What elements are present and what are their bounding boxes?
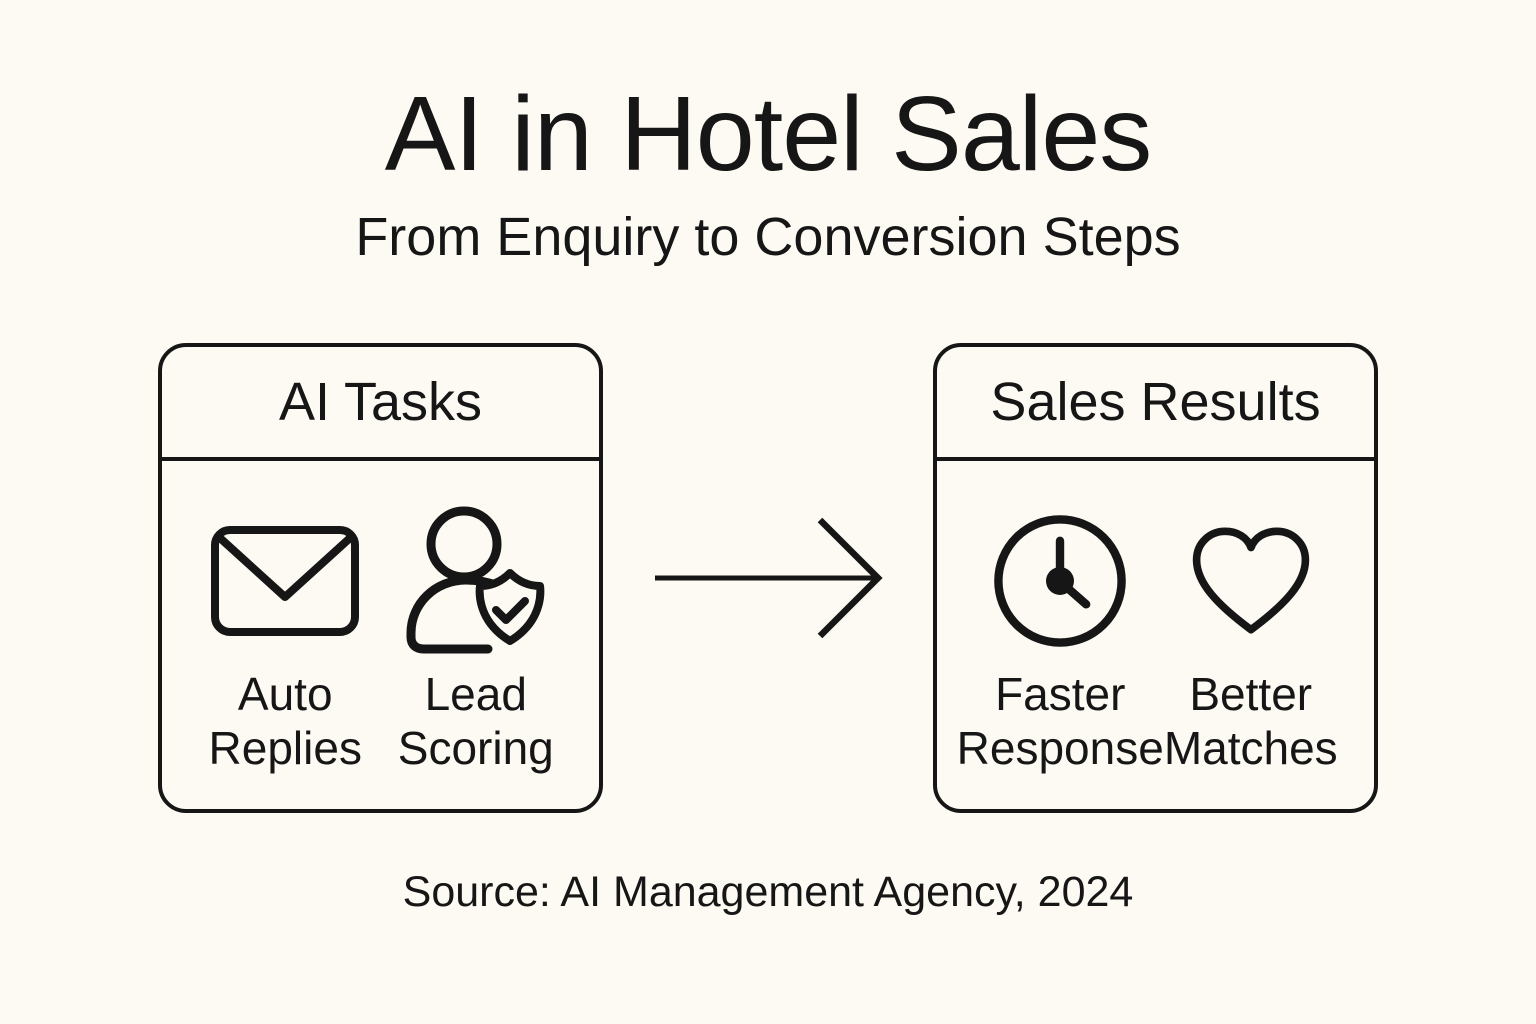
card-ai-tasks: AI Tasks Auto Replies Lead Scoring (158, 343, 603, 813)
card-title: AI Tasks (162, 347, 599, 461)
card-body: Auto Replies Lead Scoring (162, 461, 599, 776)
item-label: Lead Scoring (397, 668, 554, 775)
card-sales-results: Sales Results Faster Response Better Mat… (933, 343, 1378, 813)
user-shield-check-icon (402, 505, 550, 657)
envelope-icon (210, 505, 360, 657)
item-faster-response: Faster Response (957, 461, 1164, 776)
source-note: Source: AI Management Agency, 2024 (402, 868, 1134, 916)
item-label: Auto Replies (208, 668, 362, 775)
clock-icon (990, 505, 1130, 657)
card-body: Faster Response Better Matches (937, 461, 1374, 776)
item-label: Better Matches (1163, 668, 1338, 775)
page-subtitle: From Enquiry to Conversion Steps (355, 207, 1181, 267)
item-auto-replies: Auto Replies (190, 461, 381, 776)
flow-arrow-icon (650, 508, 890, 648)
card-title: Sales Results (937, 347, 1374, 461)
item-label: Faster Response (956, 668, 1164, 775)
item-lead-scoring: Lead Scoring (381, 461, 572, 776)
item-better-matches: Better Matches (1156, 461, 1347, 776)
heart-icon (1188, 505, 1314, 657)
page-title: AI in Hotel Sales (384, 75, 1153, 193)
